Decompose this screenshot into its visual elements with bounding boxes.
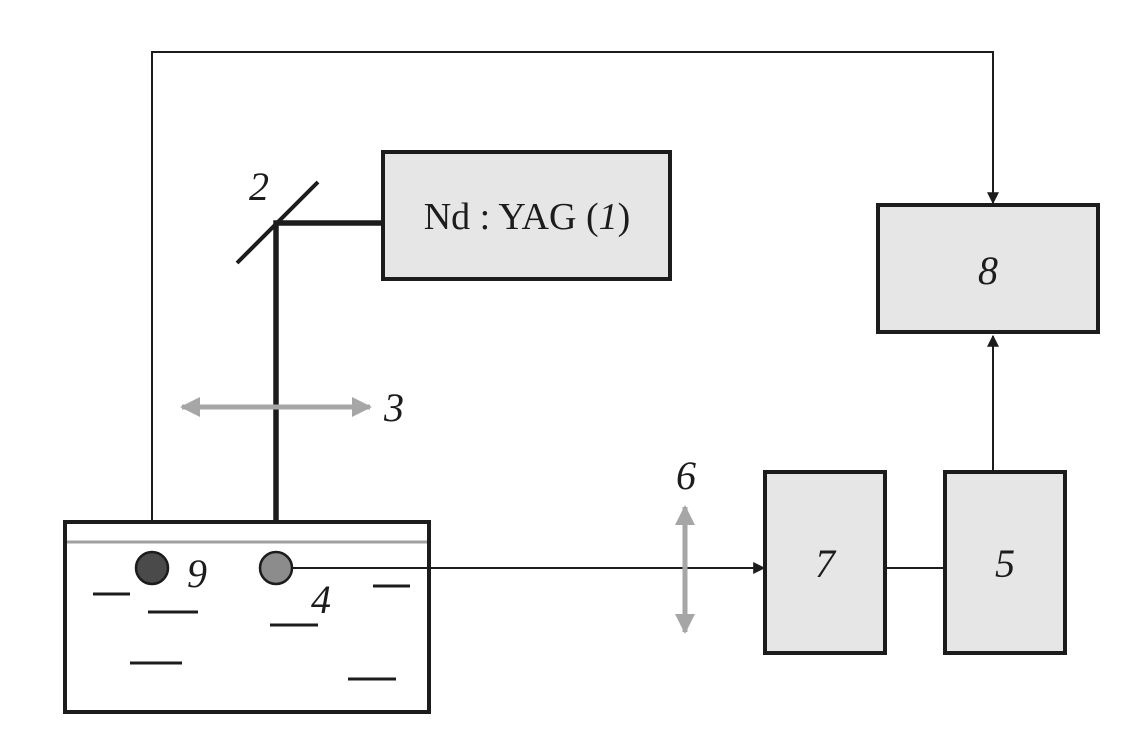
laser-box bbox=[381, 150, 672, 281]
lens-3-label: 3 bbox=[383, 385, 404, 430]
electrode-9 bbox=[134, 550, 170, 586]
electrode-9-label: 9 bbox=[187, 551, 207, 596]
block-7 bbox=[763, 470, 887, 655]
block-8 bbox=[876, 203, 1100, 334]
liquid-dashes bbox=[93, 584, 410, 681]
laser-label: Nd : YAG (1) bbox=[424, 196, 631, 238]
block-5-label: 5 bbox=[995, 541, 1015, 586]
block-5 bbox=[943, 470, 1067, 655]
laser-beam bbox=[273, 220, 383, 566]
block-7-label: 7 bbox=[815, 541, 837, 586]
mirror-label: 2 bbox=[249, 164, 269, 209]
electrode-4-label: 4 bbox=[311, 577, 331, 622]
electrode-4 bbox=[258, 550, 294, 586]
wire-electrode9-to-block8 bbox=[151, 51, 999, 565]
mirror bbox=[235, 180, 320, 265]
lens-6-label: 6 bbox=[676, 453, 696, 498]
liquid-cell bbox=[63, 520, 431, 714]
block-8-label: 8 bbox=[978, 248, 998, 293]
